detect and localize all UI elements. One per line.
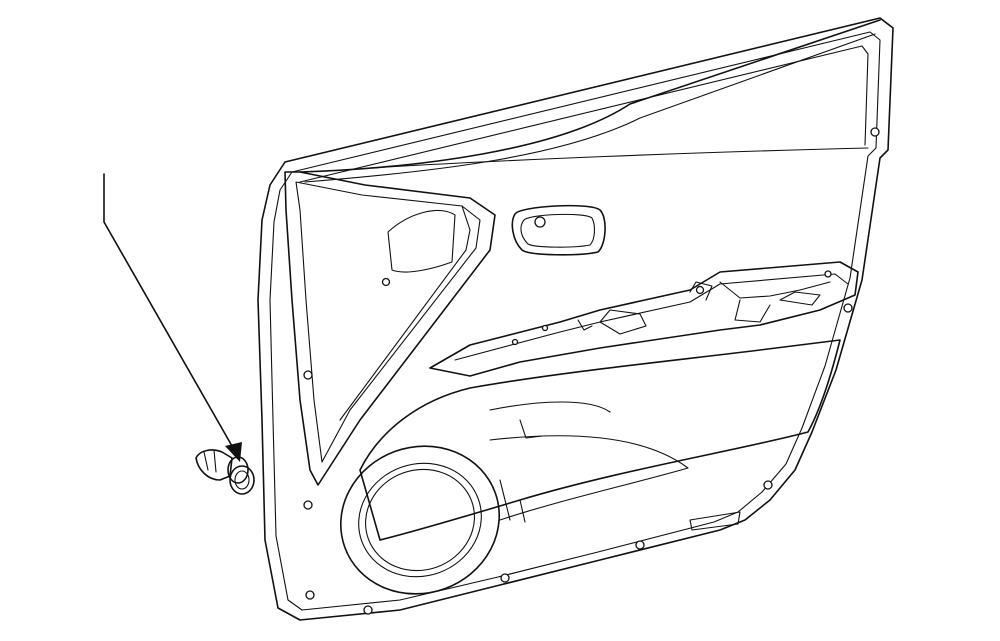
lower-pocket bbox=[359, 339, 841, 541]
door-panel-outline bbox=[257, 17, 894, 621]
clip-holes bbox=[303, 127, 880, 615]
push-clip-fastener bbox=[195, 449, 255, 495]
upper-frame bbox=[284, 171, 496, 486]
inner-handle bbox=[511, 204, 606, 256]
belt-line bbox=[299, 19, 881, 183]
speaker-grille bbox=[339, 445, 501, 595]
armrest-switch-panel bbox=[429, 261, 859, 377]
leader-arrow bbox=[103, 173, 242, 462]
